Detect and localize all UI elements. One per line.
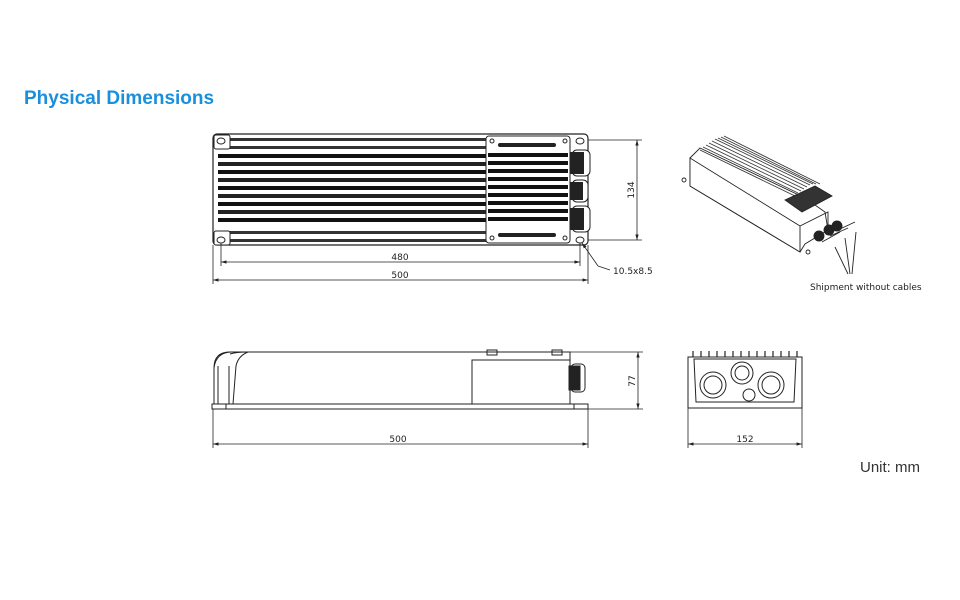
dim-152: 152 xyxy=(736,435,753,445)
isometric-view xyxy=(681,135,857,275)
callout-shipment: Shipment without cables xyxy=(810,283,922,293)
cable-glands xyxy=(570,149,591,233)
page-title: Physical Dimensions xyxy=(24,88,215,109)
dim-77: 77 xyxy=(628,375,638,386)
dim-480: 480 xyxy=(391,253,408,263)
dim-500-top: 500 xyxy=(391,271,408,281)
side-view xyxy=(211,349,643,448)
dim-hole: 10.5x8.5 xyxy=(613,267,653,277)
end-view xyxy=(687,351,803,448)
unit-label: Unit: mm xyxy=(860,459,920,476)
dim-134: 134 xyxy=(627,181,637,198)
top-view: 480 500 134 10.5x8.5 xyxy=(212,133,653,284)
heatsink-fins xyxy=(218,138,486,242)
dim-500-side: 500 xyxy=(389,435,406,445)
